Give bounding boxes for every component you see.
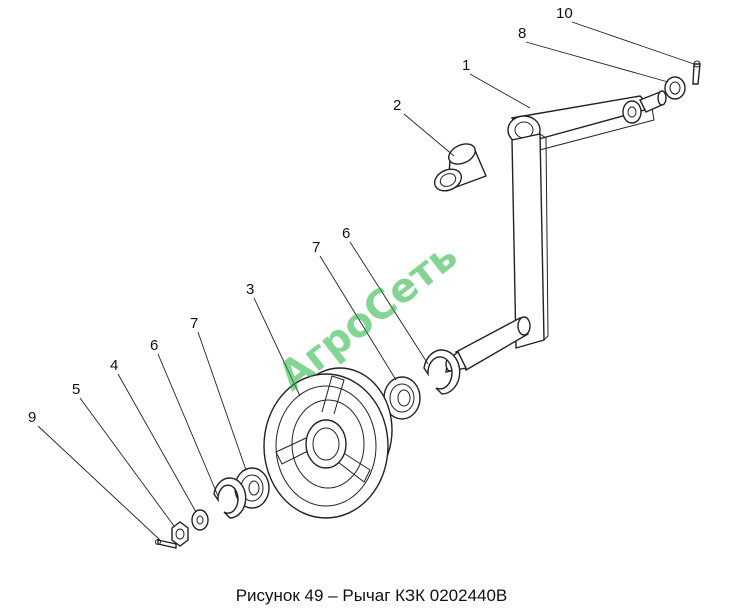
figure-caption: Рисунок 49 – Рычаг КЗК 0202440В xyxy=(235,586,508,605)
callout-4: 4 xyxy=(110,357,118,374)
snap-ring-part-6-lower xyxy=(213,477,247,519)
callout-7b: 7 xyxy=(190,315,198,332)
castle-nut-part-5 xyxy=(171,521,189,547)
bushing-part xyxy=(433,143,487,192)
cotter-pin-part-10 xyxy=(692,60,701,85)
snap-ring-part-6-upper xyxy=(423,349,461,395)
callout-5: 5 xyxy=(72,381,80,398)
bearing-part-7-upper xyxy=(383,376,421,420)
callout-6b: 6 xyxy=(150,337,158,354)
callout-3: 3 xyxy=(246,281,254,298)
lever-arm-part xyxy=(445,90,667,373)
callout-1: 1 xyxy=(462,57,470,74)
wheel-part xyxy=(263,367,393,519)
washer-part-8 xyxy=(664,76,686,100)
callout-9: 9 xyxy=(28,409,36,426)
watermark: АгроСеть xyxy=(270,233,466,400)
leader-lines xyxy=(37,21,695,541)
callout-7a: 7 xyxy=(312,239,320,256)
callout-2: 2 xyxy=(393,97,401,114)
callout-8: 8 xyxy=(518,25,526,42)
callout-numbers: 10 8 1 2 6 7 3 7 6 4 5 9 xyxy=(28,5,573,426)
washer-part-4 xyxy=(191,509,209,531)
cotter-pin-part-9 xyxy=(155,539,177,549)
callout-10: 10 xyxy=(556,5,573,22)
exploded-assembly-drawing: 10 8 1 2 6 7 3 7 6 4 5 9 АгроСеть xyxy=(28,5,701,549)
callout-6a: 6 xyxy=(342,225,350,242)
